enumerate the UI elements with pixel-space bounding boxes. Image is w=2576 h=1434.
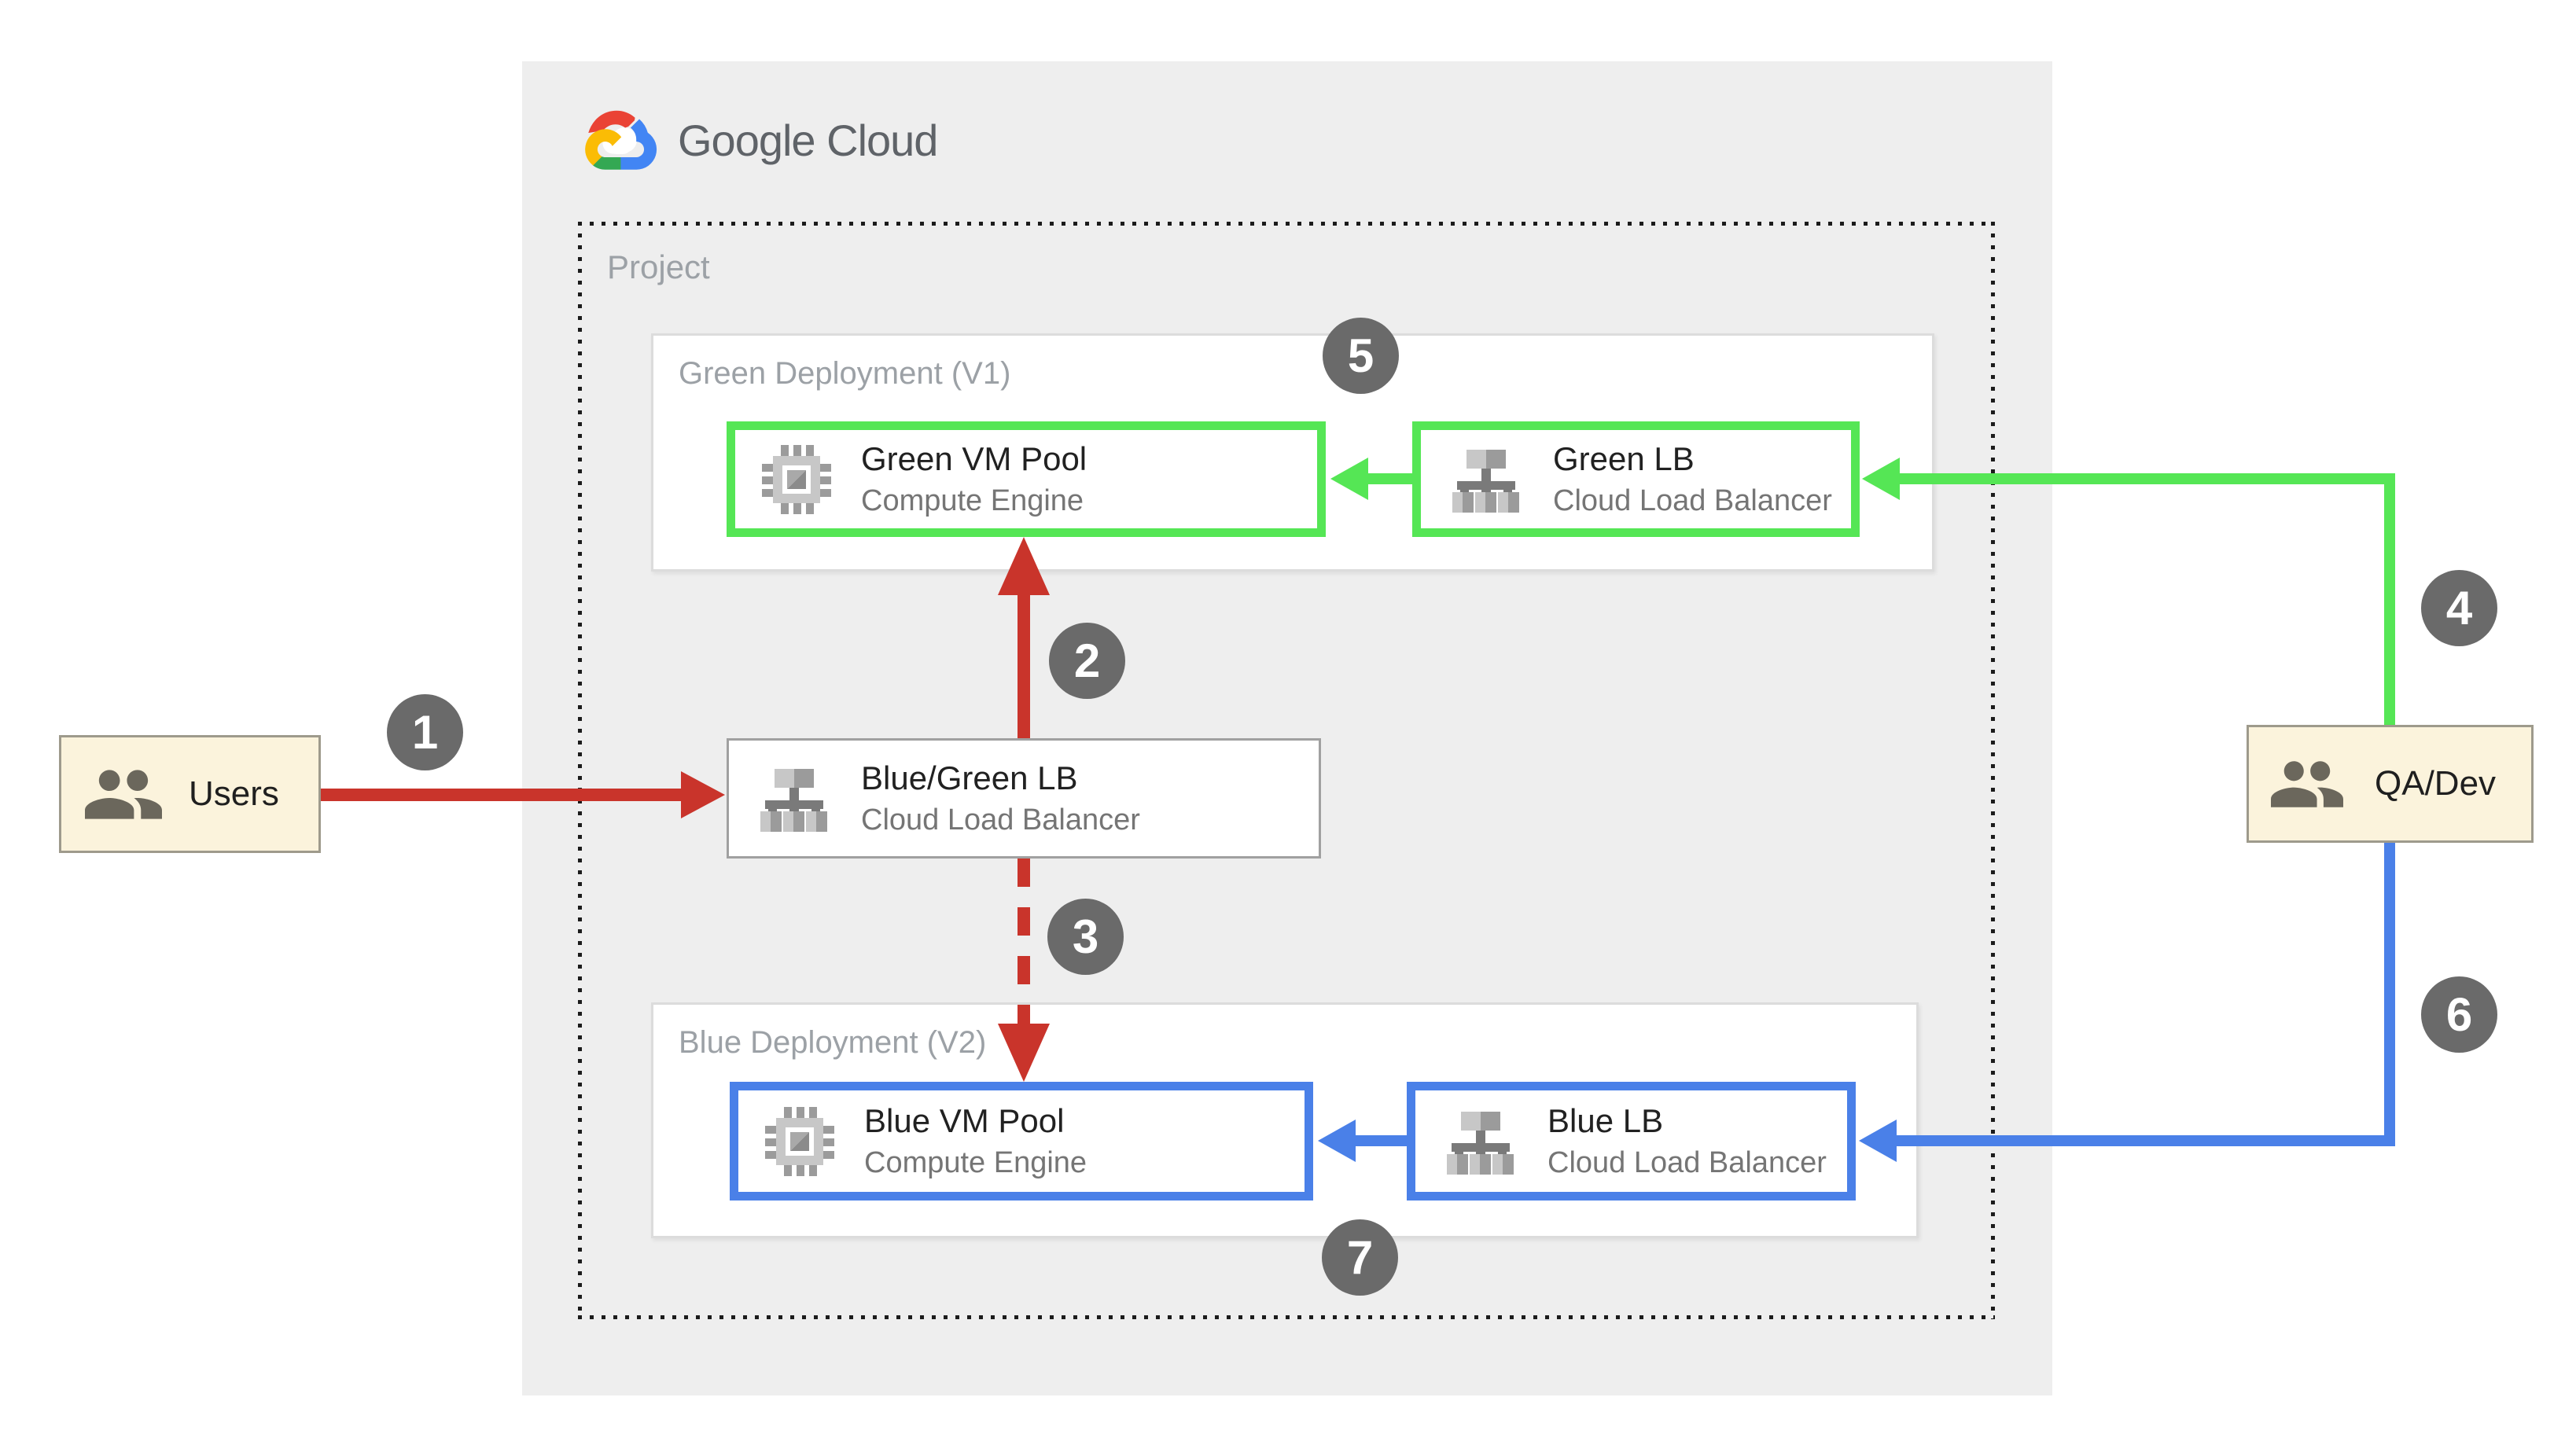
- arrow-lb-to-blue-vm-head: [998, 1024, 1050, 1082]
- green-vm-pool-subtitle: Compute Engine: [861, 484, 1084, 517]
- qa-dev-to-green-lb-line-horizontal: [1895, 473, 2394, 484]
- green-lb-subtitle: Cloud Load Balancer: [1553, 484, 1832, 517]
- step-badge-6: 6: [2421, 976, 2497, 1053]
- users-node: Users: [59, 735, 321, 853]
- qa-dev-to-green-lb-head: [1862, 458, 1900, 500]
- project-label: Project: [607, 248, 710, 285]
- project-border-right: [1991, 222, 1995, 1319]
- brand-wordmark: Google Cloud: [678, 115, 938, 165]
- arrow-lb-to-green-vm-head: [998, 537, 1050, 595]
- blue-green-lb-subtitle: Cloud Load Balancer: [861, 803, 1140, 836]
- compute-engine-icon: [765, 1106, 834, 1176]
- qa-dev-to-green-lb-line-vertical: [2384, 473, 2395, 725]
- blue-green-lb-node: Blue/Green LB Cloud Load Balancer: [727, 738, 1321, 859]
- green-deployment-title: Green Deployment (V1): [679, 356, 1011, 391]
- qa-dev-node: QA/Dev: [2247, 725, 2534, 843]
- arrow-green-lb-to-vm-head: [1330, 458, 1368, 500]
- load-balancer-icon: [1442, 1109, 1518, 1175]
- qa-dev-to-blue-lb-head: [1859, 1120, 1897, 1162]
- project-boundary: [578, 222, 1995, 1319]
- blue-deployment-title: Blue Deployment (V2): [679, 1025, 987, 1060]
- qa-dev-to-blue-lb-line-vertical: [2384, 843, 2395, 1146]
- step-badge-6-number: 6: [2445, 988, 2473, 1041]
- step-badge-3: 3: [1047, 899, 1124, 975]
- project-border-left: [578, 222, 582, 1319]
- blue-lb-subtitle: Cloud Load Balancer: [1547, 1145, 1827, 1179]
- green-vm-pool-title: Green VM Pool: [861, 439, 1087, 477]
- load-balancer-icon: [1448, 447, 1523, 513]
- arrow-green-lb-to-vm-shaft: [1368, 473, 1412, 484]
- project-border-top: [578, 222, 1995, 226]
- blue-vm-pool-node: Blue VM Pool Compute Engine: [730, 1082, 1313, 1201]
- project-border-bottom: [578, 1315, 1995, 1319]
- load-balancer-icon: [756, 766, 831, 832]
- google-cloud-logo-icon: [579, 105, 657, 175]
- step-badge-2: 2: [1049, 623, 1125, 699]
- arrow-lb-to-blue-vm-dashed-shaft: [1018, 859, 1030, 1027]
- arrow-blue-lb-to-vm-head: [1318, 1120, 1356, 1162]
- step-badge-4-number: 4: [2445, 582, 2473, 634]
- google-cloud-logo: Google Cloud: [579, 105, 938, 175]
- qa-dev-to-blue-lb-line-horizontal: [1897, 1135, 2394, 1146]
- blue-vm-pool-title: Blue VM Pool: [864, 1101, 1065, 1139]
- step-badge-3-number: 3: [1072, 910, 1099, 963]
- step-badge-5: 5: [1323, 318, 1399, 394]
- blue-vm-pool-subtitle: Compute Engine: [864, 1145, 1087, 1179]
- green-vm-pool-node: Green VM Pool Compute Engine: [727, 421, 1326, 537]
- users-label: Users: [189, 774, 279, 813]
- step-badge-7: 7: [1322, 1219, 1398, 1296]
- green-lb-title: Green LB: [1553, 439, 1695, 477]
- green-lb-node: Green LB Cloud Load Balancer: [1412, 421, 1860, 537]
- arrow-users-to-lb-head: [681, 771, 725, 818]
- arrow-blue-lb-to-vm-shaft: [1356, 1135, 1407, 1146]
- arrow-users-to-lb-shaft: [321, 789, 681, 801]
- compute-engine-icon: [762, 444, 831, 514]
- step-badge-4: 4: [2421, 570, 2497, 646]
- blue-lb-node: Blue LB Cloud Load Balancer: [1407, 1082, 1856, 1201]
- step-badge-5-number: 5: [1347, 329, 1374, 382]
- step-badge-1: 1: [387, 694, 463, 770]
- people-icon: [85, 768, 162, 821]
- arrow-lb-to-green-vm-shaft: [1018, 594, 1030, 738]
- step-badge-1-number: 1: [411, 706, 439, 759]
- step-badge-7-number: 7: [1346, 1231, 1374, 1284]
- people-icon: [2271, 759, 2343, 809]
- blue-lb-title: Blue LB: [1547, 1101, 1664, 1139]
- qa-dev-label: QA/Dev: [2375, 764, 2497, 803]
- step-badge-2-number: 2: [1073, 634, 1101, 687]
- blue-green-lb-title: Blue/Green LB: [861, 759, 1078, 796]
